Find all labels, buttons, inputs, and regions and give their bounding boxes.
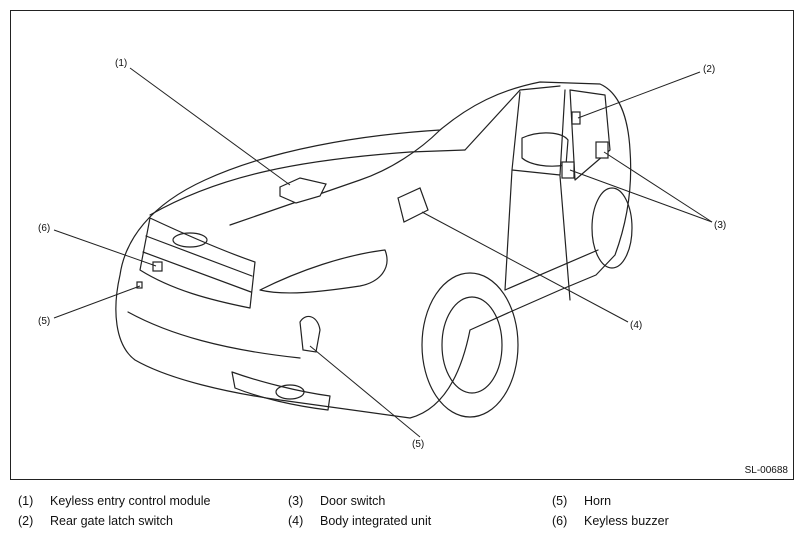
legend-item-6: (6) Keyless buzzer — [552, 514, 669, 528]
callout-labels: (1) (2) (3) (4) (5) (5) (6) — [38, 58, 726, 450]
figure-code: SL-00688 — [744, 465, 788, 476]
control-module-marker — [279, 177, 327, 204]
legend-label: Horn — [584, 494, 612, 508]
callout-5-left: (5) — [38, 316, 50, 327]
legend-label: Rear gate latch switch — [50, 514, 173, 528]
legend-item-3: (3) Door switch — [288, 494, 385, 508]
diagram-frame — [10, 10, 794, 480]
latch-switch-marker — [571, 111, 581, 125]
legend-num: (6) — [552, 514, 568, 528]
callout-3: (3) — [714, 220, 726, 231]
vehicle-outline — [115, 81, 633, 419]
legend-item-2: (2) Rear gate latch switch — [18, 514, 173, 528]
callout-4: (4) — [630, 320, 642, 331]
callout-6: (6) — [38, 223, 50, 234]
legend-label: Door switch — [320, 494, 386, 508]
legend-label: Keyless entry control module — [50, 494, 211, 508]
lower-component-marker — [136, 281, 143, 289]
legend-num: (3) — [288, 494, 304, 508]
legend: (1) Keyless entry control module (2) Rear … — [0, 494, 806, 534]
leader-lines — [53, 67, 713, 438]
callout-1: (1) — [115, 58, 127, 69]
callout-2: (2) — [703, 64, 715, 75]
legend-item-4: (4) Body integrated unit — [288, 514, 431, 528]
body-unit-marker — [397, 187, 429, 223]
legend-item-1: (1) Keyless entry control module — [18, 494, 211, 508]
door-switch-marker-a — [595, 141, 609, 159]
legend-num: (4) — [288, 514, 304, 528]
legend-item-5: (5) Horn — [552, 494, 611, 508]
door-switch-marker-b — [561, 161, 575, 179]
legend-label: Body integrated unit — [320, 514, 432, 528]
buzzer-marker — [152, 261, 163, 272]
legend-num: (1) — [18, 494, 34, 508]
legend-num: (2) — [18, 514, 34, 528]
horn-marker — [299, 315, 321, 353]
legend-num: (5) — [552, 494, 568, 508]
legend-label: Keyless buzzer — [584, 514, 669, 528]
component-markers — [136, 111, 609, 353]
callout-5-horn: (5) — [412, 439, 424, 450]
